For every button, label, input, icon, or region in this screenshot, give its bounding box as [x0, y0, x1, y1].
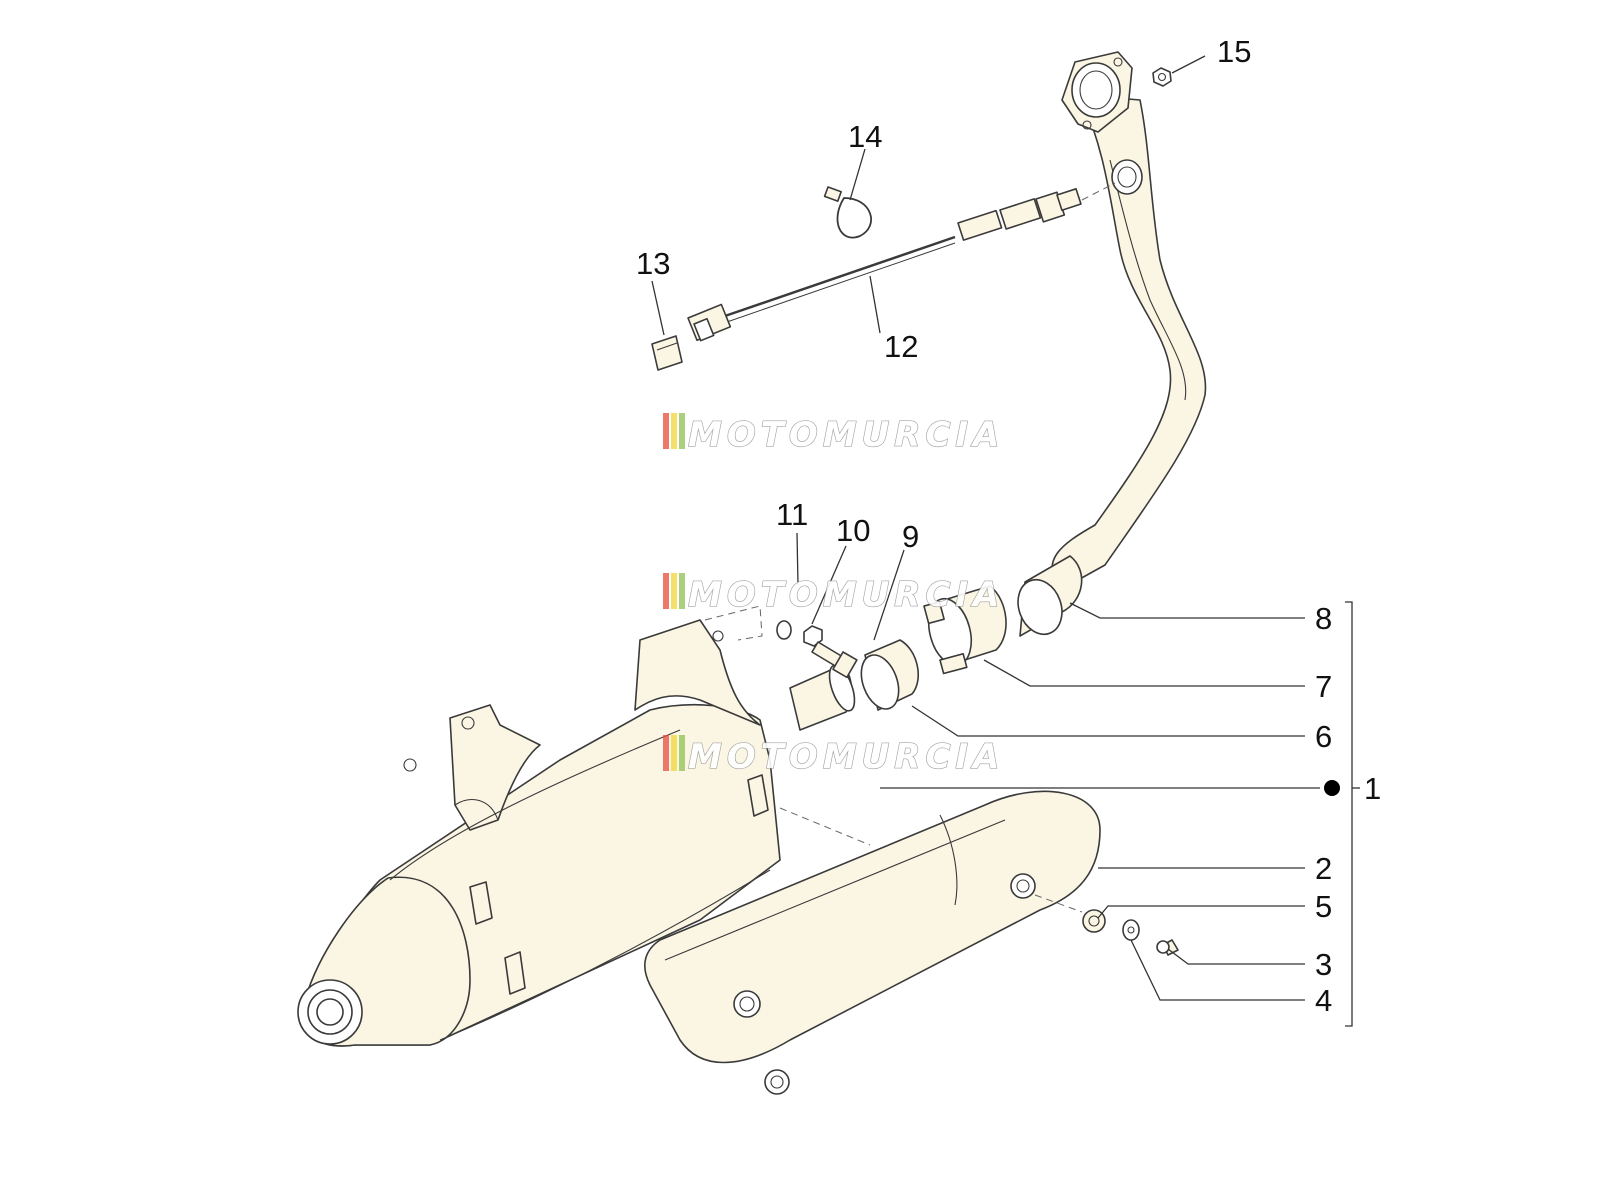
callout-3: 3 — [1315, 947, 1332, 982]
callout-4: 4 — [1315, 983, 1332, 1018]
callout-8: 8 — [1315, 601, 1332, 636]
connector-cap-13 — [651, 335, 683, 371]
bullet-marker — [1324, 780, 1340, 796]
washer-11 — [776, 620, 792, 640]
exhaust-header-pipe — [1017, 51, 1207, 637]
cable-tie-14 — [823, 186, 872, 239]
callout-14: 14 — [848, 119, 882, 154]
watermark-text: MOTOMURCIA — [688, 737, 1004, 777]
sleeve-gasket-6 — [860, 639, 920, 711]
callout-13: 13 — [636, 246, 670, 281]
watermark-text: MOTOMURCIA — [688, 415, 1004, 455]
flange-nut-15 — [1152, 67, 1172, 87]
watermark-text: MOTOMURCIA — [688, 575, 1004, 615]
washer-4 — [1122, 919, 1140, 941]
callout-7: 7 — [1315, 669, 1332, 704]
watermark-logo-top: MOTOMURCIA — [663, 413, 1004, 456]
callout-11: 11 — [776, 497, 808, 532]
callout-1: 1 — [1364, 771, 1381, 806]
callout-5: 5 — [1315, 889, 1332, 924]
callout-9: 9 — [902, 519, 919, 554]
silencer-body — [297, 619, 856, 1047]
screw-3 — [1156, 939, 1179, 956]
heat-shield-2 — [644, 790, 1101, 1095]
bolt-9 — [811, 641, 858, 679]
callout-12: 12 — [884, 329, 918, 364]
callout-2: 2 — [1315, 851, 1332, 886]
callout-15: 15 — [1217, 34, 1251, 69]
nut-10 — [803, 625, 823, 647]
watermark-logo-middle: MOTOMURCIA — [663, 573, 1004, 616]
watermark-logo-bottom: MOTOMURCIA — [663, 735, 1004, 778]
leader-lines — [651, 55, 1360, 1027]
pipe-clamp-7 — [923, 585, 1007, 675]
callout-6: 6 — [1315, 719, 1332, 754]
callout-10: 10 — [836, 513, 870, 548]
lambda-sensor — [687, 188, 1082, 342]
